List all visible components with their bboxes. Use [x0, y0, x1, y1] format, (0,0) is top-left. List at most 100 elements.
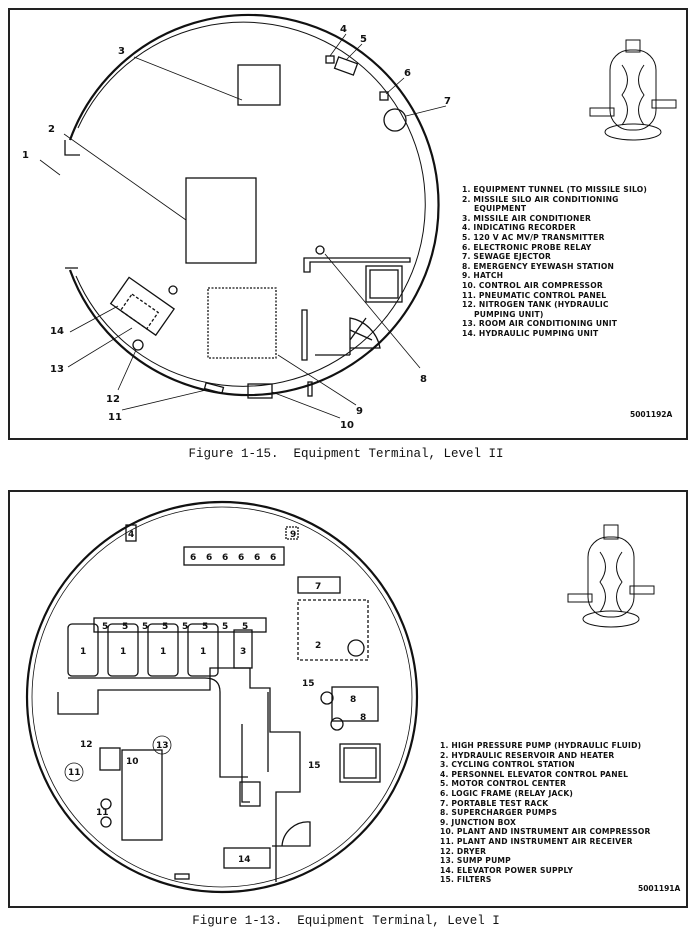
missile-air-conditioner — [237, 64, 281, 106]
unit-label-13: 13 — [156, 741, 169, 751]
unit-label-1: 1 — [80, 647, 86, 657]
legend-item: 14. ELEVATOR POWER SUPPLY — [440, 865, 574, 875]
air-compressor — [121, 749, 163, 841]
callout-14: 14 — [50, 326, 64, 337]
legend-item: 1. EQUIPMENT TUNNEL (TO MISSILE SILO) — [462, 185, 648, 194]
callout-5: 5 — [360, 34, 367, 45]
unit-label-5: 5 — [202, 622, 208, 632]
callout-2: 2 — [48, 124, 55, 135]
callout-1: 1 — [22, 150, 29, 161]
legend-item: 4. PERSONNEL ELEVATOR CONTROL PANEL — [440, 769, 629, 779]
unit-label-3: 3 — [240, 647, 246, 657]
level-1-floor-plan: 4 6 6 6 6 6 6 9 5 5 5 5 5 5 5 5 1 1 1 1 … — [25, 500, 655, 894]
legend-item: 9. HATCH — [462, 271, 504, 281]
callout-7: 7 — [444, 96, 451, 107]
legend-item: 7. PORTABLE TEST RACK — [440, 798, 549, 808]
callout-9: 9 — [356, 406, 363, 417]
pneumatic-control-panel — [203, 381, 225, 395]
unit-label-8: 8 — [360, 713, 366, 723]
junction-panel — [339, 743, 381, 783]
portable-test-rack — [297, 576, 341, 594]
unit-label-5: 5 — [162, 622, 168, 632]
figure-1-13-panel: 4 6 6 6 6 6 6 9 5 5 5 5 5 5 5 5 1 1 1 1 … — [8, 490, 688, 908]
unit-label-6: 6 — [270, 553, 276, 563]
nitrogen-tank — [132, 339, 144, 351]
figure-caption: Figure 1-15. Equipment Terminal, Level I… — [188, 447, 504, 461]
room-air-conditioning-unit — [109, 276, 176, 337]
unit-label-6: 6 — [254, 553, 260, 563]
probe-relay — [379, 91, 389, 101]
supercharger-pumps — [331, 686, 379, 722]
unit-label-11: 11 — [96, 808, 109, 818]
legend: 1. HIGH PRESSURE PUMP (HYDRAULIC FLUID) … — [440, 741, 651, 885]
dryer — [99, 747, 121, 771]
hatch — [207, 287, 277, 359]
unit-label-10: 10 — [126, 757, 139, 767]
unit-label-5: 5 — [122, 622, 128, 632]
unit-label-6: 6 — [222, 553, 228, 563]
legend-item: 15. FILTERS — [440, 875, 492, 885]
silo-air-conditioning-equipment — [185, 177, 257, 264]
high-pressure-pumps — [67, 623, 219, 677]
unit-label-5: 5 — [102, 622, 108, 632]
legend-item: 11. PNEUMATIC CONTROL PANEL — [462, 290, 607, 300]
legend: 1. EQUIPMENT TUNNEL (TO MISSILE SILO) 2.… — [462, 185, 647, 339]
transmitter — [333, 56, 359, 76]
callout-4: 4 — [340, 24, 347, 35]
unit-label-6: 6 — [238, 553, 244, 563]
legend-item: 12. NITROGEN TANK (HYDRAULIC — [462, 300, 609, 310]
legend-item: 5. 120 V AC MV/P TRANSMITTER — [462, 232, 605, 242]
drawing-code: 5001192A — [630, 410, 673, 419]
legend-item: 4. INDICATING RECORDER — [462, 223, 576, 233]
elevator-control-panel — [125, 524, 137, 542]
silo-icon — [589, 39, 677, 141]
unit-label-2: 2 — [315, 641, 321, 651]
legend-item: 8. EMERGENCY EYEWASH STATION — [462, 261, 615, 271]
legend-item: 3. CYCLING CONTROL STATION — [440, 760, 575, 770]
eyewash-station — [315, 245, 325, 255]
unit-label-8: 8 — [350, 695, 356, 705]
unit-label-1: 1 — [160, 647, 166, 657]
hydraulic-reservoir — [297, 599, 369, 661]
legend-item: EQUIPMENT — [474, 204, 527, 214]
unit-label-1: 1 — [200, 647, 206, 657]
logic-frame — [183, 546, 285, 566]
legend-item: 10. PLANT AND INSTRUMENT AIR COMPRESSOR — [440, 827, 651, 837]
callout-13: 13 — [50, 364, 64, 375]
unit-label-4: 4 — [128, 530, 134, 540]
indicating-recorder — [325, 55, 335, 64]
legend-item: 14. HYDRAULIC PUMPING UNIT — [462, 328, 599, 338]
callout-3: 3 — [118, 46, 125, 57]
legend-item: 3. MISSILE AIR CONDITIONER — [462, 213, 592, 223]
level-2-floor-plan: 1 2 3 4 5 6 7 8 9 10 11 12 13 14 — [22, 13, 677, 431]
figure-1-15-panel: 1 2 3 4 5 6 7 8 9 10 11 12 13 14 1. EQUI… — [8, 8, 688, 440]
legend-item: 2. HYDRAULIC RESERVOIR AND HEATER — [440, 750, 615, 760]
legend-item: 6. LOGIC FRAME (RELAY JACK) — [440, 788, 574, 798]
legend-item: 2. MISSILE SILO AIR CONDITIONING — [462, 194, 619, 204]
unit-label-7: 7 — [315, 582, 321, 592]
control-air-compressor — [247, 383, 273, 399]
legend-item: 5. MOTOR CONTROL CENTER — [440, 779, 567, 789]
legend-item: 13. SUMP PUMP — [440, 856, 511, 866]
silo-icon — [567, 524, 655, 628]
unit-label-5: 5 — [142, 622, 148, 632]
legend-item: 1. HIGH PRESSURE PUMP (HYDRAULIC FLUID) — [440, 741, 642, 750]
unit-label-11: 11 — [68, 768, 81, 778]
unit-label-15: 15 — [302, 679, 315, 689]
legend-item: 9. JUNCTION BOX — [440, 817, 517, 827]
unit-label-1: 1 — [120, 647, 126, 657]
unit-label-5: 5 — [182, 622, 188, 632]
callout-10: 10 — [340, 420, 354, 431]
legend-item: 13. ROOM AIR CONDITIONING UNIT — [462, 319, 618, 329]
unit-label-9: 9 — [290, 530, 296, 540]
unit-label-5: 5 — [222, 622, 228, 632]
unit-label-5: 5 — [242, 622, 248, 632]
legend-item: 12. DRYER — [440, 846, 487, 856]
unit-label-12: 12 — [80, 740, 93, 750]
drawing-code: 5001191A — [638, 884, 681, 893]
unit-label-15: 15 — [308, 761, 321, 771]
callout-12: 12 — [106, 394, 120, 405]
legend-item: PUMPING UNIT) — [474, 309, 544, 319]
sewage-ejector — [383, 108, 407, 132]
elevator-power-supply — [223, 847, 271, 869]
